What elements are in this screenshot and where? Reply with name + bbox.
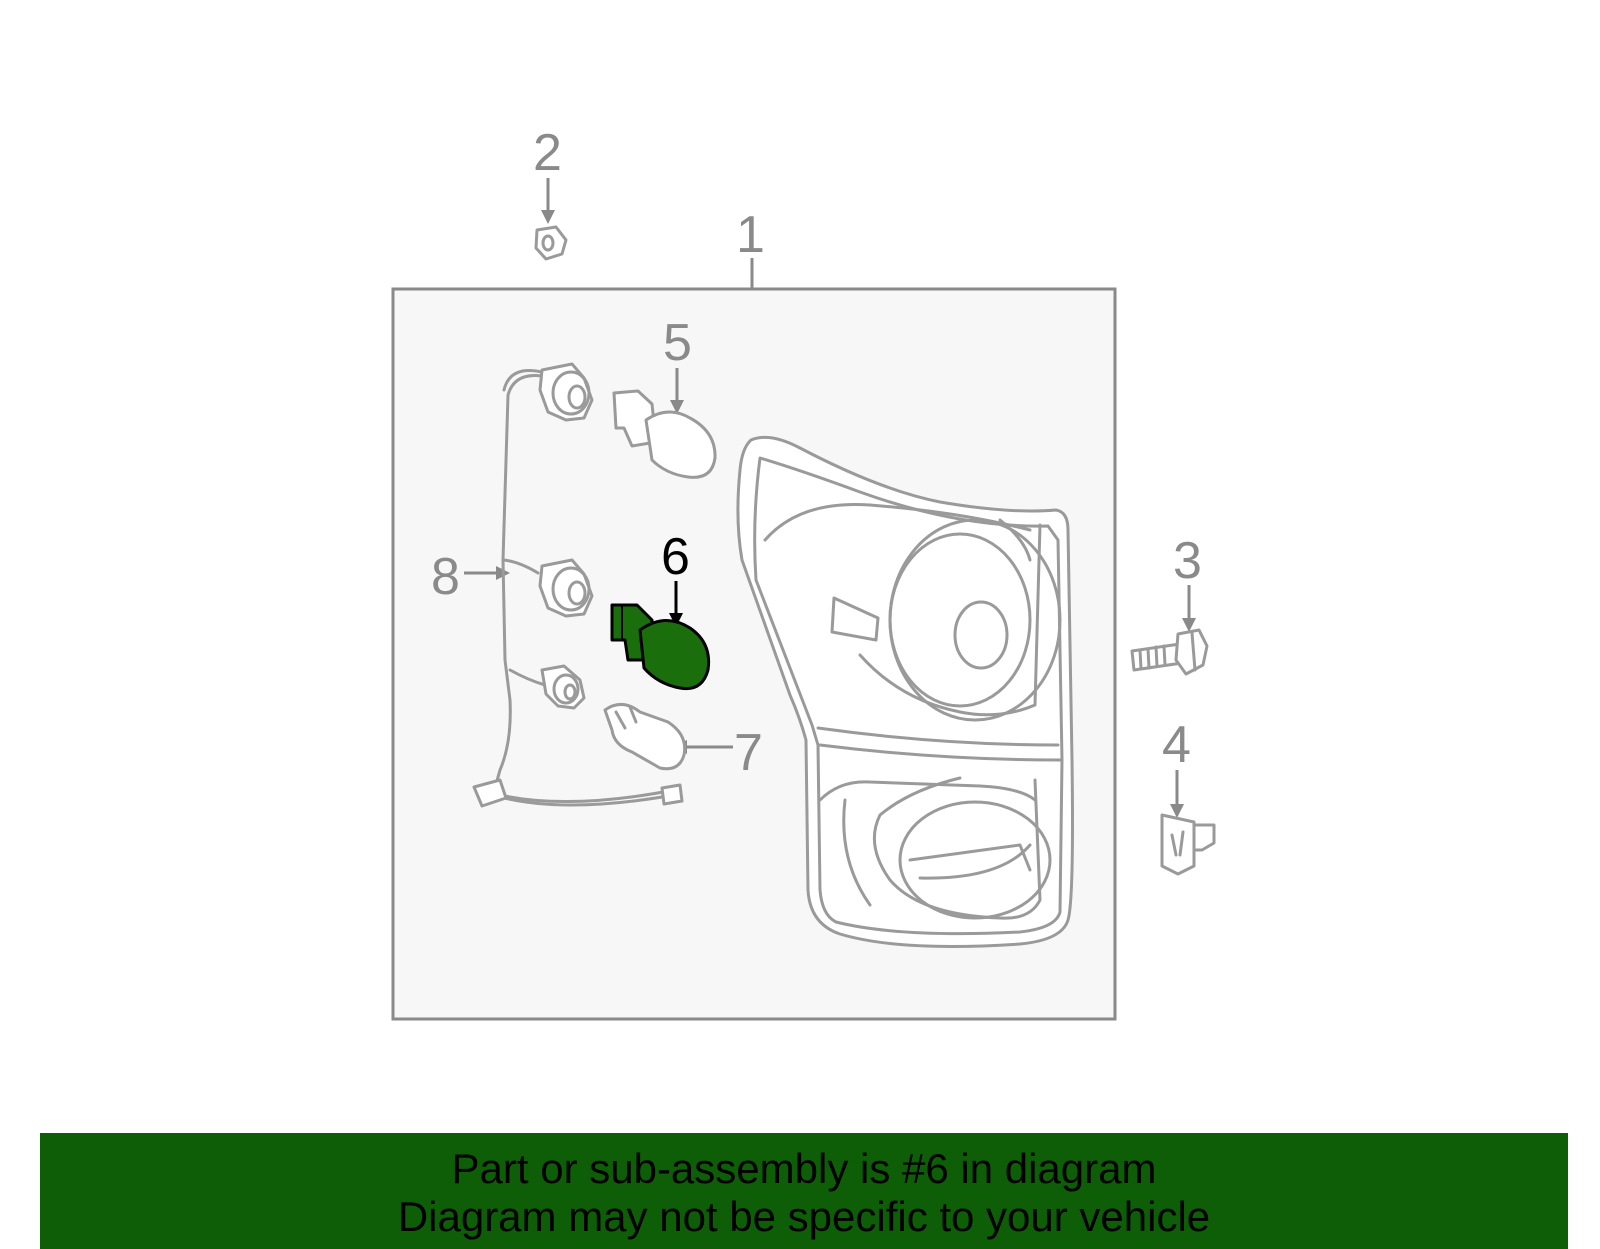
part-4-clip xyxy=(1160,813,1216,876)
callout-8[interactable]: 8 xyxy=(431,548,460,606)
part-8-wiring-harness xyxy=(472,362,684,808)
part-5-bulb xyxy=(612,389,717,479)
part-3-bolt xyxy=(1130,628,1209,676)
callout-2[interactable]: 2 xyxy=(533,124,562,182)
part-2-clip-nut xyxy=(534,225,568,261)
callout-3[interactable]: 3 xyxy=(1173,532,1202,590)
callout-6[interactable]: 6 xyxy=(661,528,690,586)
callout-1[interactable]: 1 xyxy=(736,206,765,264)
callout-5[interactable]: 5 xyxy=(663,314,692,372)
callout-4[interactable]: 4 xyxy=(1162,716,1191,774)
socket-lower xyxy=(540,664,586,710)
socket-upper xyxy=(538,362,594,422)
socket-middle xyxy=(538,558,594,618)
part-6-bulb-highlighted[interactable] xyxy=(610,603,711,691)
callout-7[interactable]: 7 xyxy=(734,724,763,782)
part-7-wedge-bulb xyxy=(603,703,687,771)
part-1-tail-lamp xyxy=(736,435,1074,948)
info-line-part-number: Part or sub-assembly is #6 in diagram xyxy=(451,1145,1157,1192)
info-line-disclaimer: Diagram may not be specific to your vehi… xyxy=(397,1193,1211,1240)
info-banner: Part or sub-assembly is #6 in diagram Di… xyxy=(40,1133,1568,1249)
